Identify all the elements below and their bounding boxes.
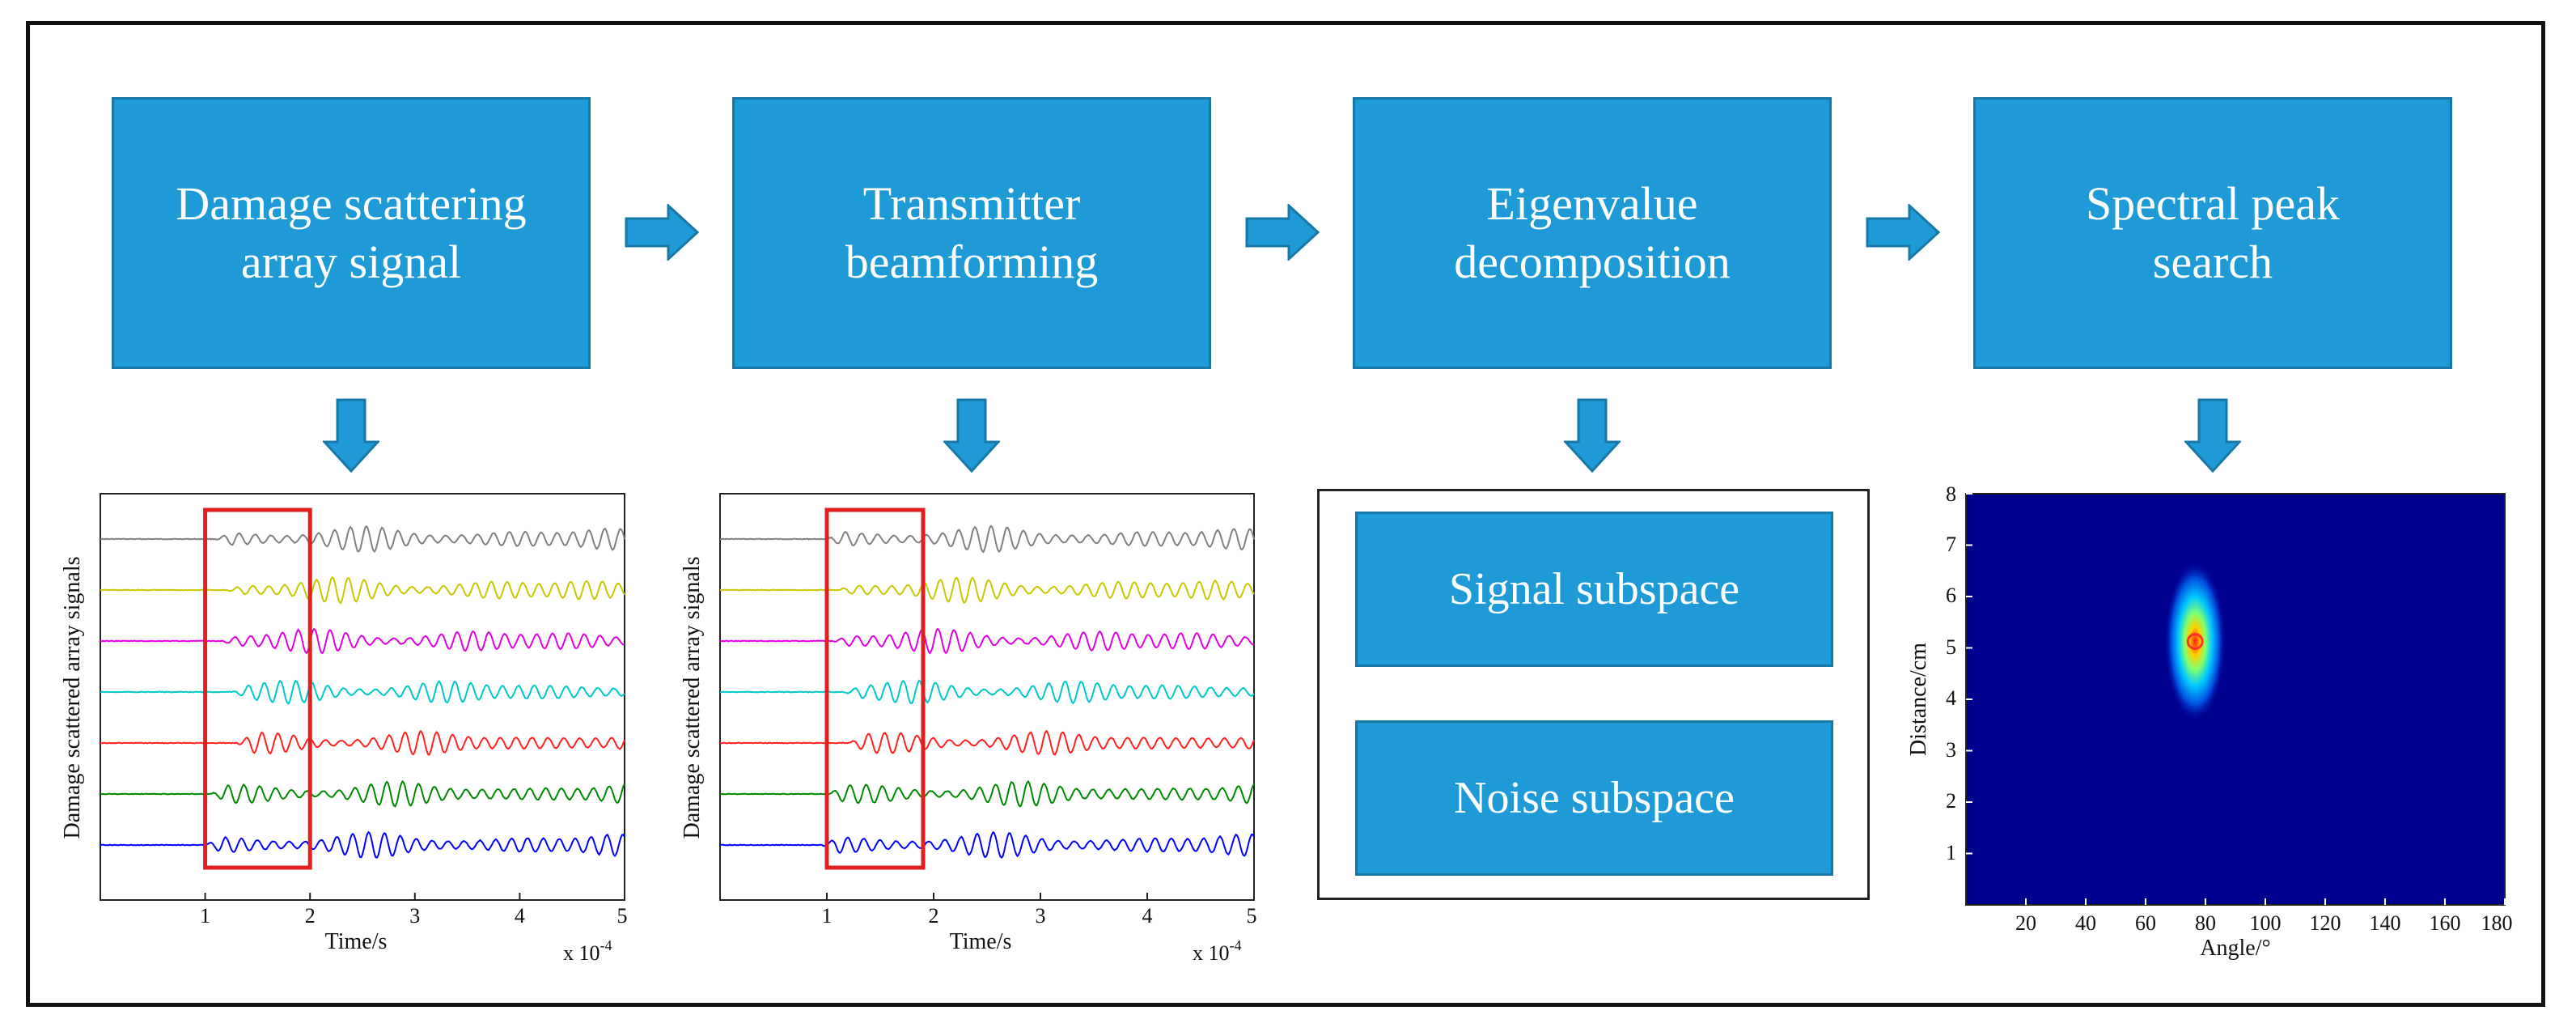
x-tick-label: 4 <box>1142 904 1153 928</box>
x-axis-label: Time/s <box>325 929 388 954</box>
x-tick-label: 2 <box>305 904 316 928</box>
multiplier-exponent: -4 <box>1230 937 1242 953</box>
y-tick-label: 2 <box>1946 789 1956 813</box>
noise-subspace-label: Noise subspace <box>1454 773 1735 823</box>
y-tick-label: 8 <box>1946 482 1956 506</box>
y-tick-label: 6 <box>1946 584 1956 607</box>
y-tick-label: 1 <box>1946 841 1956 864</box>
x-tick-label: 80 <box>2195 911 2216 935</box>
y-axis-label: Damage scattered array signals <box>680 556 705 839</box>
signal-trace <box>100 779 625 808</box>
x-tick-label: 5 <box>1247 904 1257 928</box>
down-arrow-icon <box>323 398 379 473</box>
signal-trace <box>100 729 625 756</box>
spectral-heatmap-plot: 20 40 60 80 100 120 140 160 180 Angle/° … <box>1906 482 2513 961</box>
step-box-eigenvalue-decomposition: Eigenvalue decomposition <box>1353 97 1832 369</box>
plot-axes <box>100 493 625 901</box>
signal-trace <box>719 729 1255 756</box>
y-tick-label: 5 <box>1946 635 1956 659</box>
x-tick-label: 60 <box>2135 911 2156 935</box>
signal-trace <box>719 779 1255 808</box>
x-tick-label: 120 <box>2310 911 2341 935</box>
signal-trace <box>719 628 1255 655</box>
signal-subspace-box: Signal subspace <box>1355 512 1833 667</box>
peak-glow <box>2164 560 2226 723</box>
signal-subspace-label: Signal subspace <box>1448 564 1740 614</box>
step-box-spectral-peak-search: Spectral peak search <box>1973 97 2452 369</box>
highlight-window <box>824 507 926 870</box>
signal-trace <box>100 679 625 705</box>
x-tick-label: 5 <box>617 904 628 928</box>
step-label: Spectral peak search <box>2085 177 2340 288</box>
x-tick-label: 20 <box>2015 911 2036 935</box>
signal-traces <box>719 524 1255 860</box>
y-axis-label: Damage scattered array signals <box>60 556 85 839</box>
y-axis-label: Distance/cm <box>1906 643 1931 756</box>
step-label: Eigenvalue decomposition <box>1454 177 1731 288</box>
x-multiplier: x 10-4 <box>563 937 612 965</box>
x-tick-label: 4 <box>515 904 525 928</box>
subspace-panel <box>1317 489 1870 900</box>
x-tick-label: 40 <box>2075 911 2096 935</box>
x-axis-label: Time/s <box>950 929 1012 954</box>
noise-subspace-box: Noise subspace <box>1355 720 1833 876</box>
step-label: Transmitter beamforming <box>845 177 1099 288</box>
x-tick-label: 3 <box>1036 904 1046 928</box>
diagram-frame <box>26 21 2545 1007</box>
heatmap-area <box>1965 493 2506 906</box>
x-tick-label: 100 <box>2250 911 2282 935</box>
plot-axes <box>719 493 1255 901</box>
multiplier-text: x 10 <box>563 941 600 965</box>
x-tick-label: 1 <box>200 904 210 928</box>
signal-trace <box>100 830 625 859</box>
y-tick-label: 7 <box>1946 533 1956 556</box>
x-tick-label: 180 <box>2481 911 2513 935</box>
x-tick-label: 140 <box>2370 911 2401 935</box>
step-label: Damage scattering array signal <box>176 177 527 288</box>
signal-traces <box>100 524 625 859</box>
signal-trace <box>100 627 625 655</box>
x-multiplier: x 10-4 <box>1193 937 1242 965</box>
down-arrow-icon <box>943 398 1000 473</box>
signal-trace <box>100 524 625 553</box>
x-tick-label: 1 <box>822 904 833 928</box>
step-box-damage-scattering: Damage scattering array signal <box>112 97 591 369</box>
down-arrow-icon <box>2184 398 2241 473</box>
right-arrow-icon <box>625 204 699 261</box>
x-tick-label: 3 <box>409 904 420 928</box>
right-arrow-icon <box>1866 204 1940 261</box>
signal-trace <box>719 576 1255 605</box>
highlight-window <box>203 507 312 870</box>
x-tick-label: 160 <box>2430 911 2461 935</box>
y-tick-label: 4 <box>1946 686 1956 710</box>
x-axis-label: Angle/° <box>2200 936 2270 961</box>
peak-marker <box>2186 633 2204 650</box>
array-signal-plot-2: 1 2 3 4 5 Time/s x 10-4 Damage scattered… <box>680 493 1257 965</box>
multiplier-exponent: -4 <box>600 937 612 953</box>
right-arrow-icon <box>1245 204 1320 261</box>
signal-trace <box>100 575 625 605</box>
signal-trace <box>720 679 1255 705</box>
down-arrow-icon <box>1564 398 1621 473</box>
step-box-transmitter-beamforming: Transmitter beamforming <box>732 97 1211 369</box>
y-tick-label: 3 <box>1946 738 1956 762</box>
signal-trace <box>720 524 1255 554</box>
array-signal-plot-1: 1 2 3 4 5 Time/s x 10-4 Damage scattered… <box>60 493 628 965</box>
multiplier-text: x 10 <box>1193 941 1230 965</box>
x-tick-label: 2 <box>929 904 939 928</box>
signal-trace <box>719 830 1255 860</box>
